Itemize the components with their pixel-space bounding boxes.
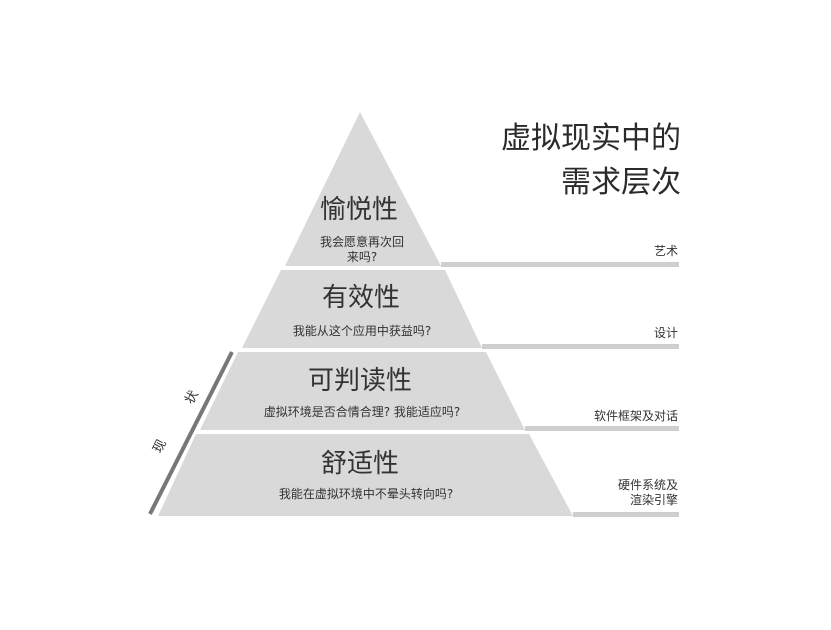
diagram-title-line2: 需求层次 xyxy=(561,165,681,200)
tier-comfort-question: 我能在虚拟环境中不晕头转向吗? xyxy=(278,487,454,501)
tier-joy-side-label: 艺术 xyxy=(653,244,678,258)
tier-readable-side-label: 软件框架及对话 xyxy=(593,409,678,423)
current-state-bar xyxy=(148,351,234,515)
tier-comfort-side-label: 硬件系统及 渲染引擎 xyxy=(617,478,678,507)
tier-joy-question: 我会愿意再次回 来吗? xyxy=(319,235,404,264)
tier-readable-shape xyxy=(200,352,525,430)
rule-comfort xyxy=(573,512,679,517)
tier-comfort-shape xyxy=(158,434,573,516)
tier-effective-title: 有效性 xyxy=(322,283,401,313)
rule-effective xyxy=(482,344,679,349)
tier-readable-title: 可判读性 xyxy=(308,366,413,396)
tier-effective-question: 我能从这个应用中获益吗? xyxy=(292,324,432,338)
tier-readable-question: 虚拟环境是否合情合理? 我能适应吗? xyxy=(263,405,461,419)
tier-comfort-title: 舒适性 xyxy=(321,449,400,479)
rule-joy xyxy=(441,262,679,267)
rule-readable xyxy=(525,426,679,431)
diagram-title-line1: 虚拟现实中的 xyxy=(501,121,681,156)
tier-joy-shape xyxy=(285,112,441,266)
tier-effective-side-label: 设计 xyxy=(653,326,678,340)
tier-effective-shape xyxy=(242,270,482,348)
tier-joy-title: 愉悦性 xyxy=(320,195,399,225)
